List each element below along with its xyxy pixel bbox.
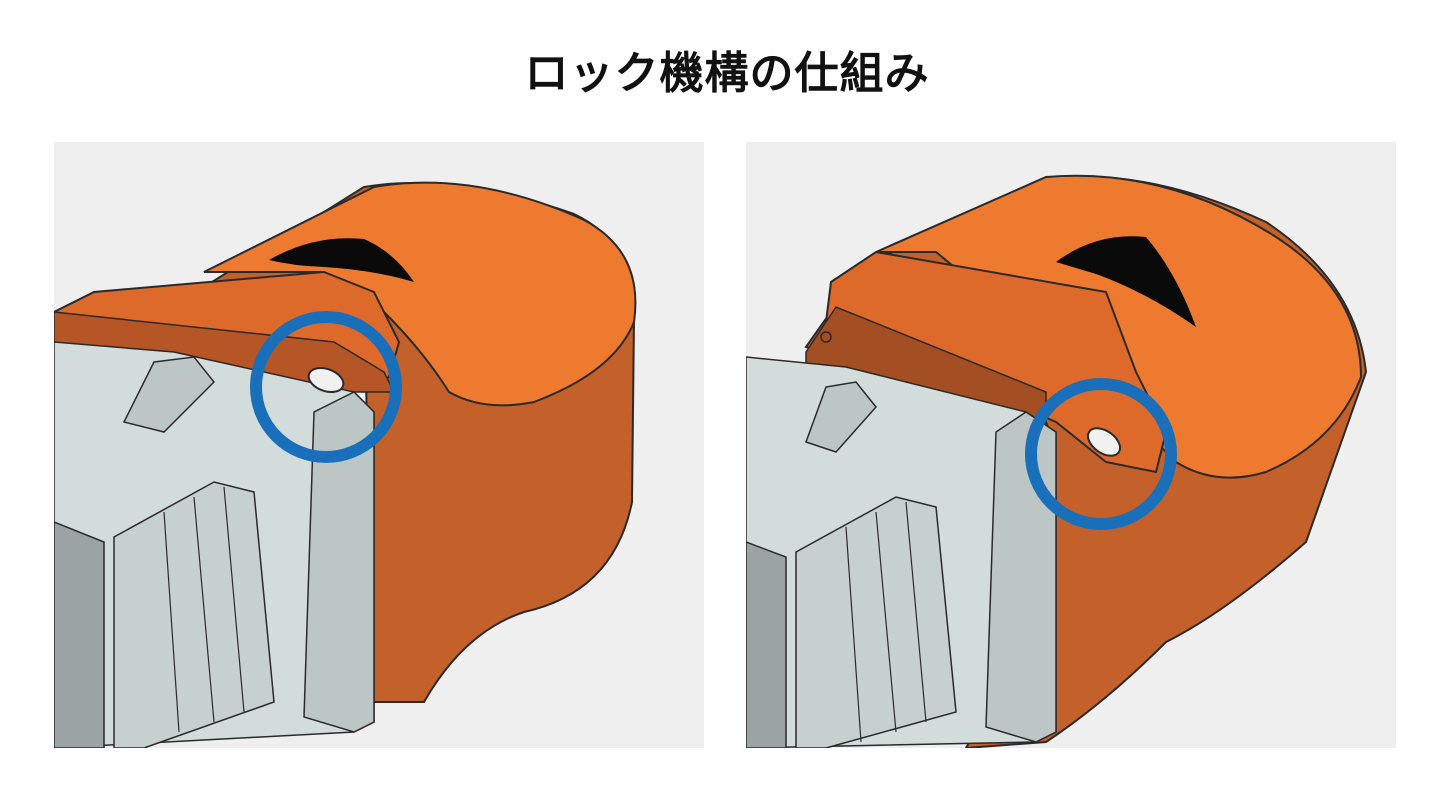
orange-housing-top: [203, 181, 637, 407]
connector-plate: [54, 521, 105, 748]
lock-illustration-open: [746, 142, 1396, 748]
rivet: [820, 331, 832, 343]
connector-rib-lines: [163, 486, 245, 733]
connector-face: [303, 391, 375, 733]
connector-ribs: [113, 481, 275, 748]
connector-latch: [122, 356, 216, 433]
closed-diagram-svg: [54, 181, 637, 748]
lock-detail-highlight-ring: [250, 311, 402, 463]
connector-face: [985, 411, 1057, 743]
lock-illustration-closed: [54, 142, 704, 748]
vent-slot: [269, 238, 414, 282]
lock-pin: [307, 366, 345, 394]
lock-detail-highlight-ring: [1025, 378, 1177, 530]
connector-rib-lines: [845, 501, 927, 743]
page-title: ロック機構の仕組み: [524, 48, 930, 99]
connector-ribs: [795, 496, 957, 748]
connector-latch: [805, 381, 877, 453]
open-diagram-svg: [746, 174, 1368, 748]
lock-pin: [1086, 427, 1122, 457]
vent-slot: [1056, 236, 1196, 327]
connector-plate: [746, 541, 787, 748]
